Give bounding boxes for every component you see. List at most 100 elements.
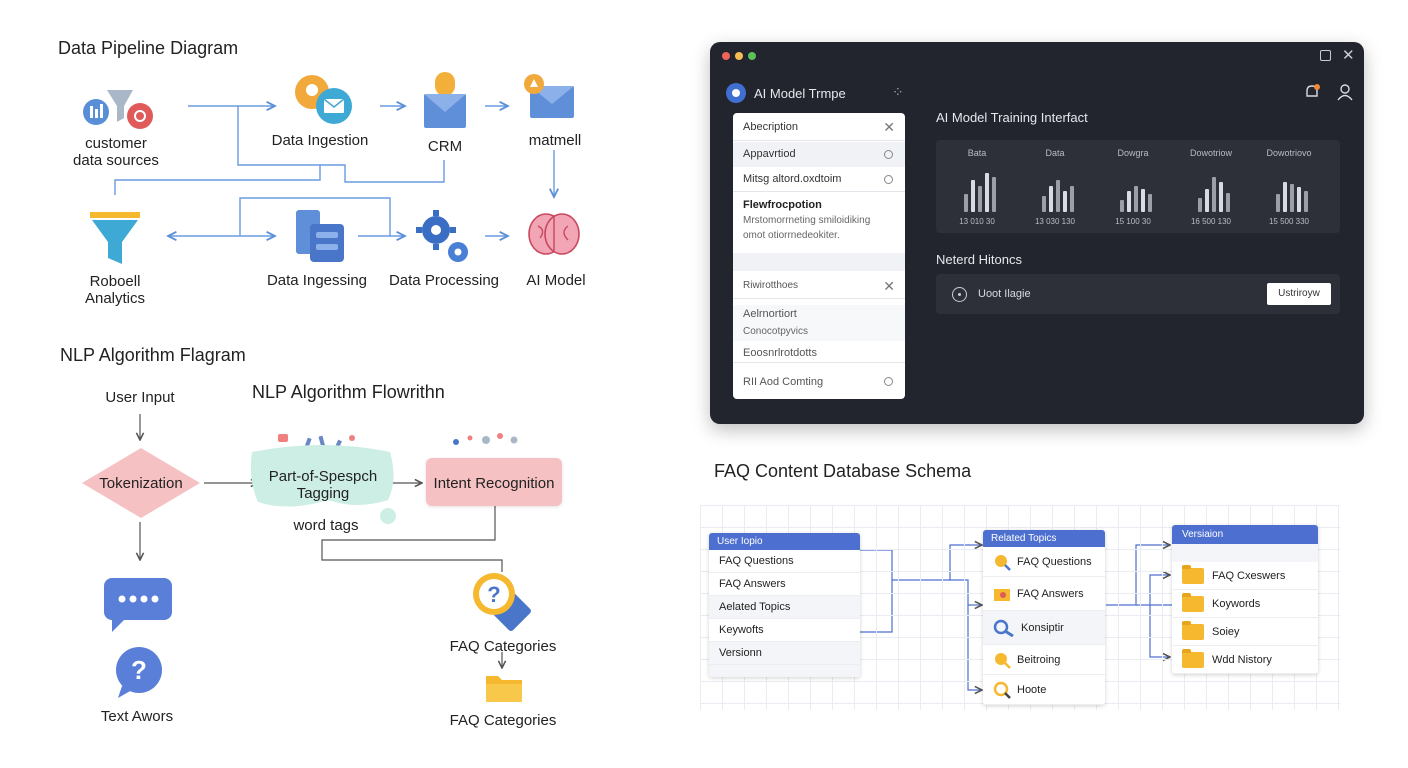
history-action-button[interactable]: Ustriroyw [1267,283,1331,305]
mini-chart-bar [1042,196,1046,212]
window-zoom-dot[interactable] [748,52,756,60]
schema-table-version: Versiaion FAQ Cxeswers Koywords Soiey Wd… [1172,525,1318,674]
table-cell: FAQ Cxeswers [1212,569,1286,582]
mini-chart-bar [1063,191,1067,212]
panel-row-label: Mitsg altord.oxdtoim [743,173,842,185]
mini-chart-bar [985,173,989,212]
gears-icon [414,208,474,266]
mini-chart-bar [992,177,996,212]
table-row: FAQ Answers [709,573,860,596]
close-icon[interactable]: ✕ [883,278,895,294]
mini-chart-bar [1304,191,1308,212]
mini-chart-ticks: 13 010 30 [959,217,995,226]
folder-icon [1182,592,1204,612]
folder-icon [1182,620,1204,640]
mini-chart-title: Dowgra [1117,148,1149,158]
move-icon[interactable]: ⁘ [892,84,904,100]
table-cell: Wdd Nistory [1212,653,1272,666]
magnifier-icon [993,619,1015,637]
history-icon [952,287,967,302]
mini-chart-title: Dowotriow [1189,148,1232,158]
table-header: User Iopio [709,533,860,550]
table-row: Hoote [983,675,1105,705]
mail-icon [522,72,578,122]
node-roboell-analytics: Roboell Analytics [84,273,146,307]
mini-chart-title: Dowotriovo [1266,148,1312,158]
nlp-title: NLP Algorithm Flagram [60,345,246,365]
panel-row-add-coming[interactable]: RII Aod Comting [733,369,905,395]
mini-chart-bar [1212,177,1216,212]
panel-divider [733,253,905,271]
notification-icon[interactable] [1304,84,1320,100]
radio-button[interactable] [884,175,893,184]
table-row: Soiey [1172,618,1318,646]
mini-chart-ticks: 16 500 130 [1190,217,1232,226]
node-user-input: User Input [105,389,175,406]
panel-row-label: Abecription [743,121,799,133]
table-row: Wdd Nistory [1172,646,1318,674]
node-faq-categories-1: FAQ Categories [449,638,557,655]
panel-item[interactable]: Aelrnortiort [733,305,905,323]
intent-recognition-box [426,458,562,506]
panel-row-label: RII Aod Comting [743,376,824,388]
tokenization-diamond [80,446,202,520]
table-cell: Beitroing [1017,653,1061,666]
panel-row-history[interactable]: Riwirotthoes ✕ [733,273,905,299]
mini-chart-bar [1148,194,1152,212]
table-row: FAQ Questions [709,550,860,573]
database-stack-icon [290,208,350,266]
table-header: Related Topics [983,530,1105,547]
word-tags-label: word tags [293,517,359,534]
pos-tagging-shape [248,430,398,526]
window-close-dot[interactable] [722,52,730,60]
panel-row-model[interactable]: Mitsg altord.oxdtoim [733,167,905,192]
panel-item[interactable]: Eoosnrlrotdotts [733,343,905,363]
radio-button[interactable] [884,150,893,159]
table-row: FAQ Answers [983,577,1105,611]
panel-item[interactable]: Conocotpyvics [733,323,905,341]
mini-chart-bar [1120,200,1124,212]
data-ingestion-icon [292,72,356,128]
brain-icon [526,210,582,260]
mini-chart-bar [971,180,975,212]
app-title: AI Model Trmpe [754,86,846,101]
schema-table-user-topic: User Iopio FAQ Questions FAQ Answers Ael… [709,533,860,677]
maximize-icon[interactable] [1320,50,1331,61]
svg-text:?: ? [487,582,500,607]
mini-chart-ticks: 13 030 130 [1034,217,1076,226]
mini-chart-bar [1297,187,1301,212]
table-cell: Koywords [1212,597,1261,610]
mini-chart-bar [1056,180,1060,212]
table-cell: FAQ Answers [1017,587,1084,600]
table-row: Aelated Topics [709,596,860,619]
history-title: Neterd Hitoncs [936,252,1022,267]
panel-row-approval[interactable]: Appavrtiod [733,142,905,167]
table-spacer [1172,544,1318,562]
table-row: Versionn [709,642,860,665]
close-icon[interactable]: ✕ [1342,47,1355,64]
node-text-awors: Text Awors [100,708,174,725]
panel-row-description[interactable]: Abecription ✕ [733,113,905,141]
svg-text:?: ? [131,655,147,685]
node-tokenization: Tokenization [99,475,183,492]
panel-row-label: Appavrtiod [743,148,796,160]
mini-chart-bar [1290,184,1294,212]
node-matmell: matmell [528,132,582,149]
crm-envelope-icon [420,70,470,132]
table-footer [709,665,860,677]
panel-row-label: Riwirotthoes [743,280,799,291]
mini-chart-bar [1226,193,1230,212]
user-icon[interactable] [1337,83,1353,101]
node-faq-categories-2: FAQ Categories [449,712,557,729]
folder-icon [484,670,524,704]
radio-button[interactable] [884,377,893,386]
mini-chart-bar [1070,186,1074,212]
window-minimize-dot[interactable] [735,52,743,60]
close-icon[interactable]: ✕ [883,119,895,135]
mini-chart-title: Bata [967,148,987,158]
node-data-ingestion: Data Ingestion [271,132,369,149]
mini-chart-title: Data [1045,148,1065,158]
table-row: FAQ Questions [983,547,1105,577]
